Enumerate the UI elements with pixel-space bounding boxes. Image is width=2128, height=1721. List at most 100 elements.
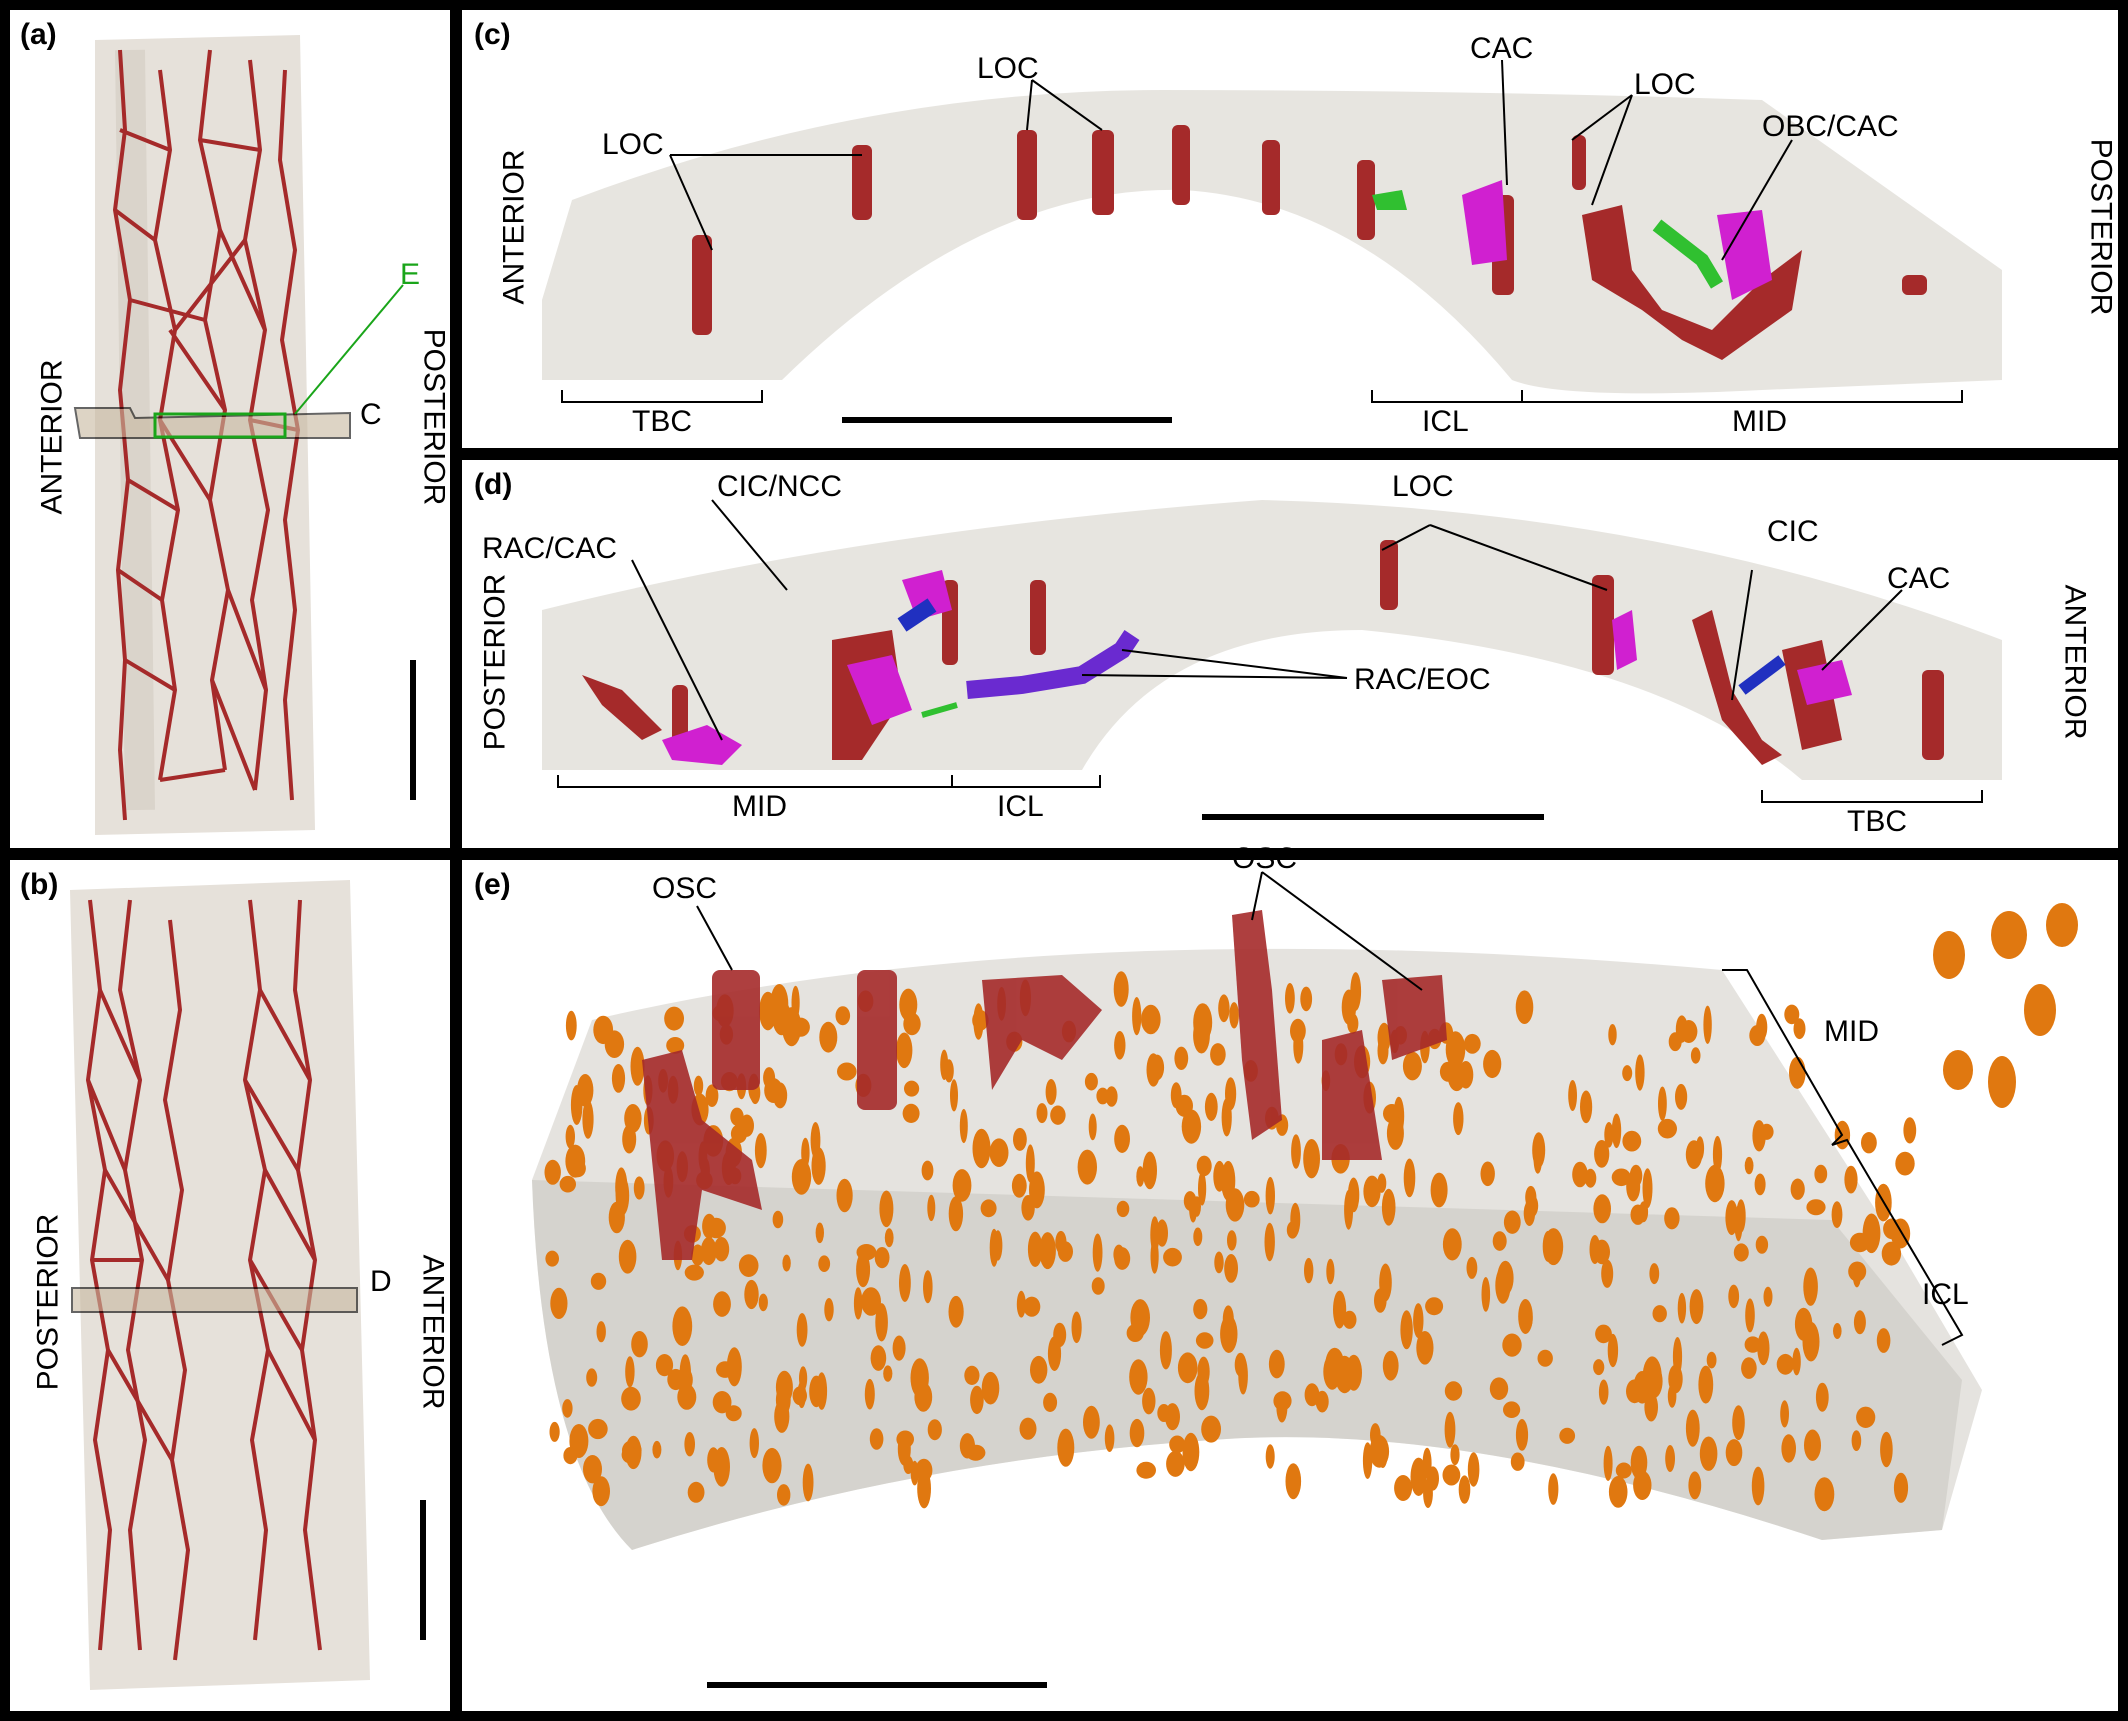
osteocyte-lacuna <box>1607 1333 1619 1368</box>
osteocyte-lacuna <box>582 1099 594 1139</box>
osteocyte-lacuna <box>1515 990 1534 1024</box>
osteocyte-lacuna <box>1021 1195 1035 1221</box>
osteocyte-lacuna <box>1744 1156 1754 1175</box>
osteocyte-lacuna <box>1752 1120 1766 1152</box>
cic-blue-d <box>1738 655 1786 695</box>
osteocyte-lacuna <box>856 1252 871 1288</box>
osteocyte-lacuna <box>1672 1337 1683 1376</box>
bone-segment-b <box>70 880 370 1690</box>
osteocyte-lacuna <box>1633 1470 1652 1500</box>
osteocyte-lacuna <box>1189 1194 1198 1223</box>
osteocyte-lacuna <box>1635 1054 1645 1091</box>
osteocyte-lacuna <box>1780 1400 1789 1428</box>
osteocyte-lacuna <box>1025 1144 1035 1183</box>
osteocyte-lacuna <box>1593 1239 1610 1265</box>
osteocyte-lacuna <box>1698 1365 1714 1404</box>
osteocyte-lacuna <box>1425 1297 1444 1316</box>
osteocyte-lacuna <box>596 1321 606 1343</box>
osteocyte-lacuna <box>927 1419 942 1441</box>
osteocyte-lacuna <box>1114 1031 1126 1060</box>
osteocyte-lacuna <box>563 1447 578 1465</box>
obc-green-c <box>1652 219 1724 289</box>
osteocyte-lacuna <box>676 1367 693 1393</box>
osteocyte-lacuna <box>884 1228 894 1248</box>
osteocyte-lacuna <box>791 1017 810 1037</box>
osteocyte-lacuna <box>1893 1472 1909 1503</box>
cac-magenta-c <box>1462 180 1507 265</box>
label-osc-2: OSC <box>1232 842 1298 875</box>
osteocyte-lacuna <box>819 1021 838 1053</box>
osteocyte-lacuna <box>1480 1161 1495 1187</box>
osteocyte-lacuna <box>1453 1102 1464 1136</box>
osteocyte-lacuna <box>652 1440 662 1459</box>
osteocyte-lacuna <box>1036 1103 1048 1124</box>
osteocyte-lacuna <box>896 1430 914 1448</box>
osteocyte-lacuna <box>1649 1263 1660 1285</box>
osteocyte-lacuna <box>1370 1423 1381 1448</box>
osteocyte-lacuna <box>915 1458 933 1482</box>
osteocyte-lacuna <box>1182 1432 1200 1472</box>
osteocyte-lacuna <box>1844 1165 1858 1194</box>
label-tbc-c: TBC <box>632 405 692 438</box>
osteocyte-lacuna <box>1156 1219 1168 1247</box>
osteocyte-lacuna <box>1703 1005 1712 1044</box>
leaders-c <box>669 59 1793 261</box>
osteocyte-lacuna <box>1157 1404 1171 1422</box>
osteocyte-lacuna <box>565 1124 575 1149</box>
osteocyte-lacuna <box>1745 1298 1755 1333</box>
osteocyte-lacuna <box>1789 1056 1806 1089</box>
osteocyte-lacuna <box>777 1484 791 1506</box>
osteocyte-lacuna <box>1344 1189 1354 1230</box>
osteocyte-lacuna <box>1150 1238 1159 1274</box>
osteon-canals-e <box>642 910 1447 1260</box>
label-cac-d: CAC <box>1887 562 1951 595</box>
osteocyte-lacuna <box>853 1287 863 1320</box>
osteocyte-lacuna <box>615 1167 628 1207</box>
osteocyte-lacuna <box>1174 1046 1189 1070</box>
osteocyte-lacuna <box>559 1175 576 1193</box>
osteocyte-lacuna <box>1450 1444 1460 1466</box>
osteocyte-lacuna <box>1744 1336 1762 1353</box>
osteocyte-lacuna <box>1483 1049 1502 1079</box>
osteocyte-lacuna <box>1293 1028 1304 1064</box>
osteocyte-lacuna <box>1688 1471 1702 1500</box>
osteocyte-lacuna <box>1502 1333 1522 1357</box>
osteocyte-lacuna <box>1379 1263 1392 1302</box>
panel-d-anterior-label: ANTERIOR <box>2058 584 2092 740</box>
osteocyte-lacuna <box>592 1476 610 1507</box>
osteocyte-lacuna <box>1381 1188 1396 1226</box>
osteocyte-lacuna <box>1083 1405 1100 1439</box>
label-rac-eoc: RAC/EOC <box>1354 663 1491 696</box>
panel-a-render <box>73 35 416 835</box>
osteocyte-lacuna <box>1793 1018 1806 1040</box>
osteocyte-lacuna <box>1790 1178 1805 1200</box>
osteocyte-lacuna <box>705 1084 719 1107</box>
green-canal-c <box>1372 190 1407 210</box>
osteocyte-lacuna <box>1229 1002 1239 1029</box>
osteocyte-lacuna <box>1170 1082 1182 1109</box>
osteocyte-lacuna <box>1803 1267 1818 1306</box>
osteocyte-lacuna <box>902 1103 920 1123</box>
osteocyte-lacuna <box>1225 1077 1237 1111</box>
osteocyte-lacuna <box>1023 1296 1041 1317</box>
osteocyte-lacuna <box>1234 1352 1247 1377</box>
osteocyte-lacuna <box>815 1222 824 1244</box>
osteocyte-lacuna <box>791 985 800 1020</box>
osteocyte-lacuna <box>633 1176 645 1200</box>
osteocyte-lacuna <box>970 1385 984 1415</box>
osteocyte-lacuna <box>565 1144 586 1178</box>
osteocyte-lacuna <box>549 1421 560 1442</box>
osteocyte-lacuna <box>1608 1476 1628 1508</box>
osteocyte-lacuna <box>1658 1086 1667 1121</box>
obc-magenta-c <box>1717 210 1772 300</box>
label-icl-c: ICL <box>1422 405 1469 438</box>
osteocyte-lacuna <box>1831 1201 1843 1228</box>
scale-bar-e <box>707 1682 1047 1688</box>
osteocyte-lacuna <box>544 1159 561 1185</box>
lacuna-inset <box>1933 903 2078 1108</box>
osteocyte-lacuna <box>1467 1452 1480 1487</box>
leaders-e <box>696 871 1423 991</box>
osteocyte-lacuna <box>1265 1444 1275 1469</box>
slice-d-box <box>71 1287 358 1313</box>
osteocyte-lacuna <box>1814 1164 1828 1184</box>
